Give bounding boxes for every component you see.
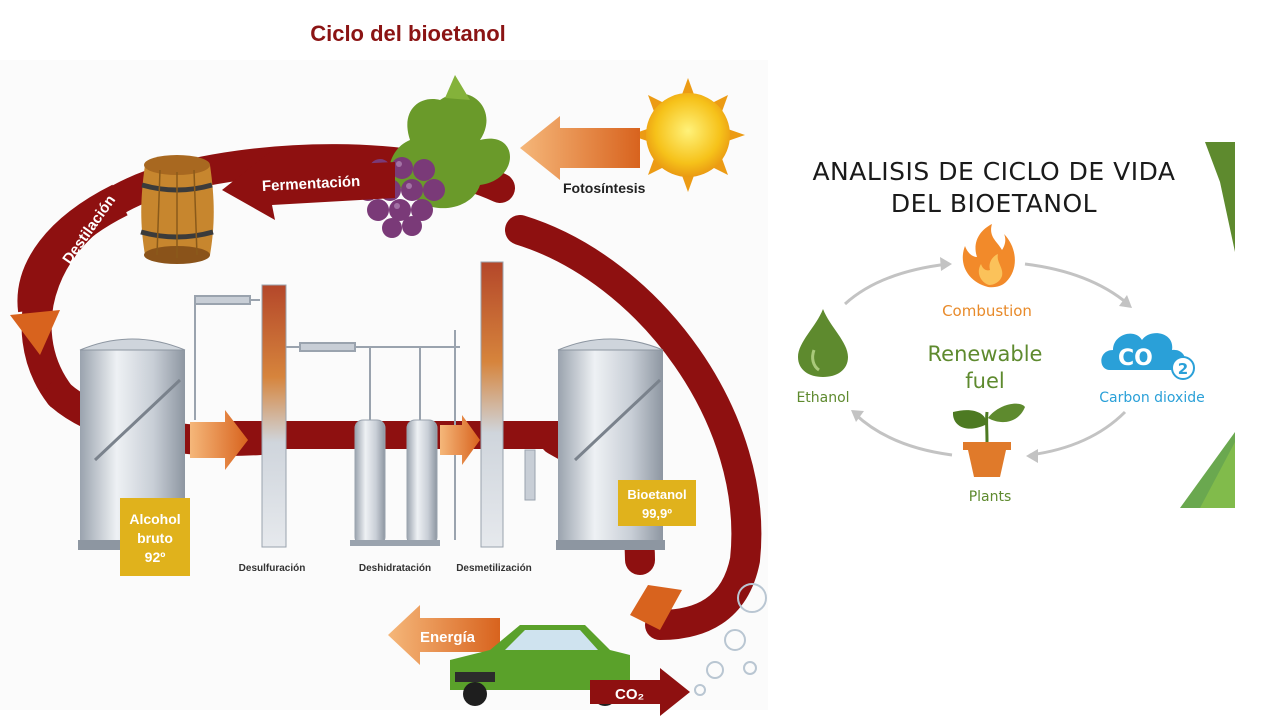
- bioetanol-line-2: 99,9º: [642, 506, 672, 521]
- fermentation-arrow: [222, 152, 395, 220]
- label-ethanol: Ethanol: [796, 390, 849, 406]
- panel-title-line-2: DEL BIOETANOL: [890, 189, 1098, 218]
- photosynthesis-arrow: [520, 116, 640, 180]
- demethylation-column: [480, 261, 504, 548]
- alcohol-bruto-box: [120, 498, 190, 576]
- renewable-cycle-graphic: Combustion Ethanol CO 2 Carbon dioxide P…: [796, 142, 1235, 508]
- label-deshidratacion: Deshidratación: [359, 563, 431, 574]
- label-fotosintesis: Fotosíntesis: [563, 180, 646, 196]
- desulfurization-column: [261, 284, 287, 548]
- co2-badge-main: CO: [1118, 346, 1153, 371]
- car-icon: [450, 625, 630, 706]
- process-arrow-2: [440, 415, 480, 465]
- ethanol-drop-icon: [798, 309, 848, 377]
- center-line-1: Renewable: [928, 342, 1043, 366]
- flame-icon: [962, 224, 1015, 288]
- bioethanol-cycle-diagram: Ciclo del bioetanol Fotosíntesis: [10, 21, 767, 716]
- dehydration-vessels: [350, 419, 440, 546]
- label-energia: Energía: [420, 629, 476, 646]
- label-desulfuracion: Desulfuración: [239, 563, 306, 574]
- plant-icon: [952, 403, 1025, 477]
- panel-title-line-1: ANALISIS DE CICLO DE VIDA: [812, 157, 1176, 186]
- slide-accent-shapes: [1180, 142, 1235, 508]
- label-co2-left: CO₂: [615, 686, 644, 703]
- co2-badge-sub: 2: [1178, 360, 1188, 378]
- grape-plant-icon: [357, 75, 510, 238]
- alcohol-line-3: 92º: [145, 549, 166, 565]
- process-arrow-1: [190, 410, 248, 470]
- center-line-2: fuel: [965, 369, 1004, 393]
- diagram-title: Ciclo del bioetanol: [310, 21, 506, 46]
- alcohol-line-1: Alcohol: [129, 511, 180, 527]
- sun-icon: [630, 78, 745, 192]
- bioetanol-line-1: Bioetanol: [627, 487, 686, 502]
- label-plants: Plants: [969, 489, 1012, 505]
- label-combustion: Combustion: [942, 302, 1032, 320]
- bioetanol-box: [618, 480, 696, 526]
- life-cycle-panel: ANALISIS DE CICLO DE VIDA DEL BIOETANOL: [780, 142, 1235, 508]
- energy-arrow: [388, 605, 500, 665]
- label-desmetilizacion: Desmetilización: [456, 563, 532, 574]
- distillation-arrow: [10, 184, 128, 355]
- arrow-to-car: [630, 585, 682, 630]
- co2-arrow: [590, 668, 690, 716]
- bubbles: [694, 583, 767, 696]
- alcohol-line-2: bruto: [137, 530, 173, 546]
- barrel-icon: [140, 155, 214, 264]
- label-fermentacion: Fermentación: [262, 173, 361, 195]
- co2-cloud-icon: CO 2: [1101, 333, 1195, 380]
- label-carbon-dioxide: Carbon dioxide: [1099, 390, 1204, 406]
- cycle-arrows: [843, 262, 1129, 457]
